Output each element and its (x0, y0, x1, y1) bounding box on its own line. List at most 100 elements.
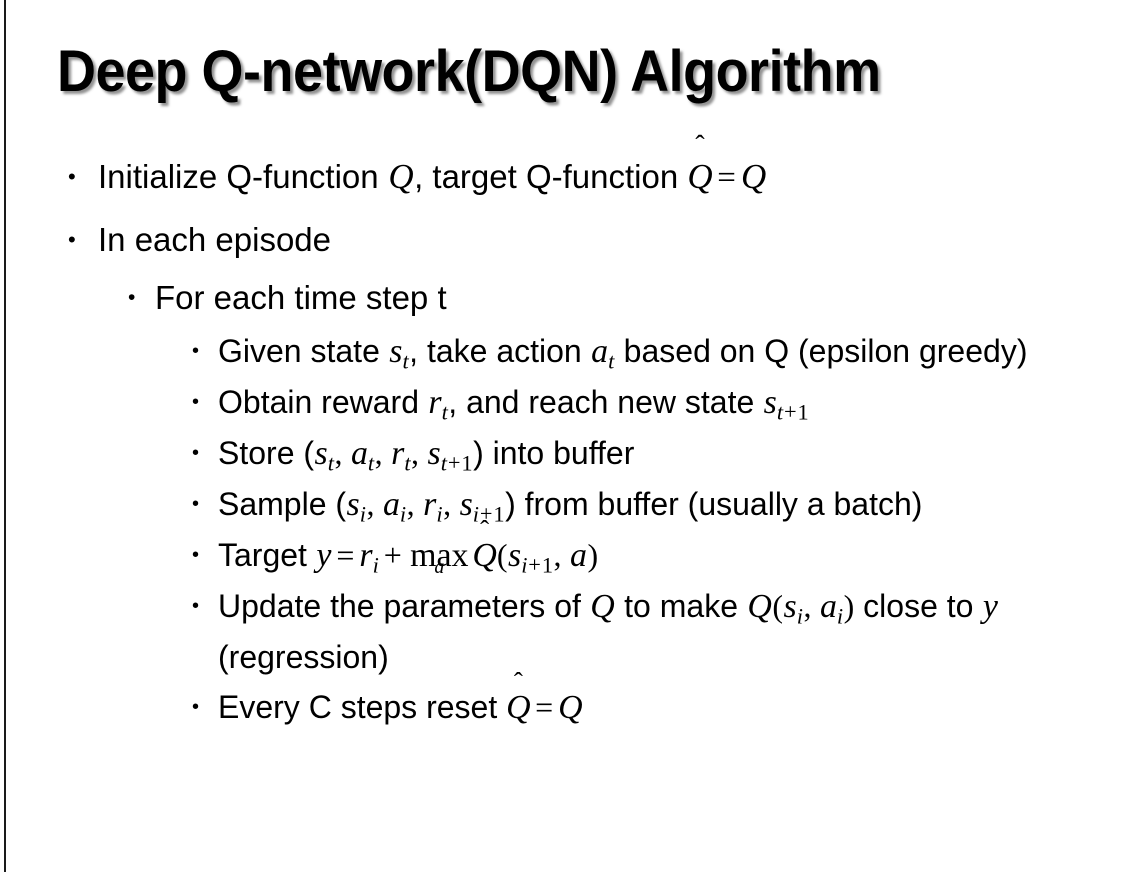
list-item-target: • Target y=ri+maxâQ(si+1, a) (0, 530, 1124, 581)
math-subscript: t+1 (441, 450, 473, 475)
math-separator: , (406, 486, 423, 522)
text-fragment: Obtain reward (218, 384, 428, 420)
text-fragment: close to (854, 588, 983, 624)
math-var-base: r (423, 486, 437, 523)
math-var-base: r (359, 537, 373, 574)
math-var-r-base: r (428, 384, 442, 421)
text-fragment: (regression) (218, 639, 389, 675)
text-fragment: to make (615, 588, 747, 624)
list-item-sample: • Sample (si, ai, ri, si+1) from buffer … (0, 479, 1124, 530)
bullet-icon: • (192, 340, 200, 362)
bullet-icon: • (192, 595, 200, 617)
math-separator: , (366, 486, 383, 522)
text-fragment: , target Q-function (414, 158, 688, 195)
math-separator: , (334, 435, 351, 471)
math-var-base: s (314, 435, 328, 472)
math-subscript: t (327, 450, 334, 476)
math-op-equals: = (336, 537, 355, 573)
list-item-reset-target-network: • Every C steps reset ̂Q=Q (0, 682, 1124, 733)
max-label: max (410, 537, 469, 574)
subscript-num: 1 (493, 501, 505, 527)
math-var-q-hat: ̂Q (472, 531, 497, 581)
math-subscript: t (402, 348, 409, 374)
math-paren-open: ( (496, 537, 508, 573)
bullet-icon: • (68, 227, 76, 252)
math-var-s1: st (314, 435, 334, 476)
math-var-q-hat: ̂Q (687, 146, 712, 207)
math-subscript: i (796, 603, 803, 629)
math-separator: , (553, 537, 570, 573)
list-item-given-state: • Given state st, take action at based o… (0, 326, 1124, 377)
math-var-s: st (389, 333, 409, 374)
math-var-r: ri (359, 537, 379, 578)
math-subscript: i+1 (473, 501, 505, 526)
text-fragment: Sample ( (218, 486, 347, 522)
math-var-a: at (591, 333, 615, 372)
math-var-base: a (350, 435, 368, 472)
math-var-s2: si+1 (459, 486, 505, 526)
subscript-num: 1 (541, 552, 553, 578)
math-var-r1: rt (391, 435, 411, 476)
text-fragment: Store ( (218, 435, 315, 471)
subscript-var: t (776, 399, 784, 425)
math-subscript: t (404, 450, 411, 476)
subscript-var: i (521, 552, 528, 578)
page-title: Deep Q-network(DQN) Algorithm (57, 39, 881, 104)
text-fragment: , and reach new state (448, 384, 764, 420)
math-var-base: s (346, 486, 360, 523)
list-item-text: For each time step t (155, 279, 447, 316)
text-fragment: Target (218, 537, 316, 573)
math-paren-close: ) (587, 537, 599, 573)
text-fragment: Every C steps reset (218, 689, 507, 725)
list-item-store: • Store (st, at, rt, st+1) into buffer (0, 428, 1124, 479)
math-var-q-hat: ̂Q (506, 683, 531, 733)
math-var-base: r (391, 435, 405, 472)
math-subscript: i (836, 603, 844, 629)
math-var-y: y (316, 537, 332, 574)
math-var-q2: Q (747, 588, 772, 625)
max-subscript: a (434, 556, 445, 579)
math-subscript: t (367, 450, 375, 476)
math-var-s-base: s (763, 384, 777, 421)
math-subscript: i (359, 501, 366, 527)
math-var-a-base: a (591, 333, 609, 370)
math-var-q-base: Q (506, 689, 531, 726)
subscript-op: + (783, 399, 797, 425)
math-subscript: i (372, 552, 379, 578)
list-item-obtain-reward: • Obtain reward rt, and reach new state … (0, 377, 1124, 428)
bullet-icon: • (192, 544, 200, 566)
math-var-a1: at (350, 435, 375, 476)
math-subscript: i (399, 501, 407, 527)
math-var-r1: ri (423, 486, 443, 525)
math-var-y: y (982, 588, 998, 625)
subscript-num: 1 (461, 450, 473, 476)
math-var-a: a (570, 537, 587, 574)
math-var-q1: Q (590, 588, 615, 625)
math-subscript: t (441, 399, 448, 425)
list-item-text: Store (st, at, rt, st+1) into buffer (218, 428, 1098, 479)
bullet-icon: • (192, 696, 200, 718)
math-var-q-base: Q (472, 537, 497, 574)
list-item-for-each-time-step: • For each time step t (0, 270, 1124, 326)
math-op-plus: + (383, 537, 402, 573)
math-var-base: s (507, 537, 522, 574)
text-fragment: Given state (218, 333, 389, 369)
math-var-base: a (819, 588, 837, 625)
list-item-text: Initialize Q-function Q, target Q-functi… (98, 146, 1124, 209)
list-item-text: Update the parameters of Q to make Q(si,… (218, 581, 1098, 682)
math-subscript: i+1 (521, 552, 553, 577)
text-fragment: based on Q (epsilon greedy) (614, 333, 1028, 369)
math-var-base: s (459, 486, 473, 523)
math-var-q: Q (558, 689, 583, 726)
list-item-text: In each episode (98, 221, 332, 258)
math-var-s: si (783, 588, 803, 629)
math-paren-open: ( (772, 588, 784, 624)
math-op-equals: = (717, 160, 736, 196)
math-var-a1: ai (382, 486, 407, 527)
math-paren-close: ) (843, 588, 855, 624)
math-separator: , (443, 486, 460, 522)
algorithm-bullet-list: • Initialize Q-function Q, target Q-func… (0, 146, 1124, 733)
subscript-op: + (479, 501, 493, 527)
